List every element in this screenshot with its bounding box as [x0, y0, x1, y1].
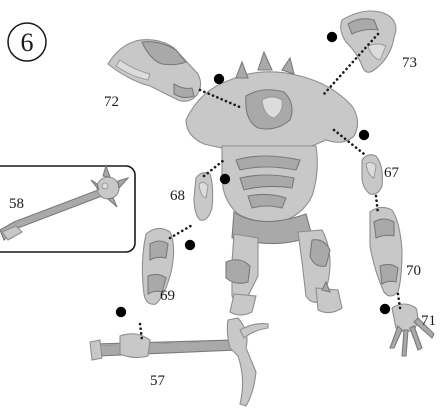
- connector-73: [322, 32, 380, 96]
- part-label-58: 58: [9, 196, 24, 212]
- forearm-part-70: 70: [369, 206, 421, 297]
- arm-part-67: 67: [361, 154, 400, 195]
- step-circle: [7, 22, 47, 62]
- part-label-57: 57: [150, 373, 166, 389]
- arm-part-68: 68: [170, 172, 214, 221]
- axe-part-57: 57: [89, 317, 269, 407]
- connector-70: [374, 194, 380, 216]
- glue-drop-icon: [379, 303, 391, 315]
- forearm-part-69: 69: [141, 227, 175, 305]
- glue-drop-icon: [358, 129, 370, 141]
- step-number: 6: [21, 28, 34, 57]
- inset-part-58: 58: [0, 164, 136, 253]
- glue-drop-icon: [184, 239, 196, 251]
- connector-lines: [138, 32, 402, 342]
- part-label-69: 69: [160, 288, 175, 304]
- part-label-73: 73: [402, 55, 417, 71]
- connector-68: [202, 158, 226, 178]
- shoulder-pad-part-72: 72: [104, 39, 202, 110]
- main-body-figure: [185, 50, 359, 316]
- connector-69: [168, 222, 196, 240]
- part-label-68: 68: [170, 188, 185, 204]
- part-label-71: 71: [421, 313, 436, 329]
- connector-57: [138, 322, 144, 342]
- part-label-72: 72: [104, 94, 119, 110]
- shoulder-pad-part-73: 73: [340, 10, 417, 73]
- glue-drop-icon: [326, 31, 338, 43]
- glue-drop-icon: [219, 173, 231, 185]
- connector-67: [332, 128, 366, 156]
- part-label-67: 67: [384, 165, 400, 181]
- connector-72: [198, 88, 244, 110]
- glue-drop-icon: [115, 306, 127, 318]
- claw-hand-part-71: 71: [389, 303, 436, 357]
- mace-part-58: [0, 164, 130, 241]
- glue-drop-icon: [213, 73, 225, 85]
- step-number-badge: 6: [7, 22, 47, 62]
- part-label-70: 70: [406, 263, 421, 279]
